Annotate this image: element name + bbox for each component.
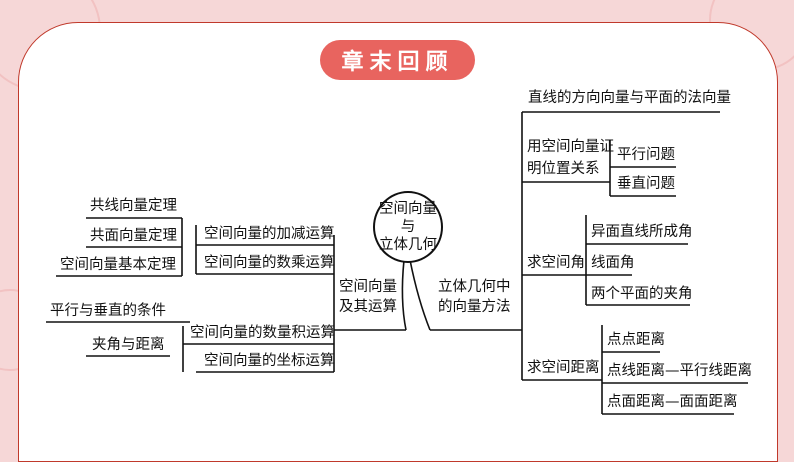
theorem-coplanar: 共面向量定理: [90, 228, 177, 244]
op-dot: 空间向量的数量积运算: [190, 325, 335, 341]
line-plane-angle: 线面角: [591, 255, 635, 271]
spatial-angle-label: 求空间角: [527, 255, 585, 271]
right-branch-line-1: 立体几何中: [438, 279, 511, 295]
op-add: 空间向量的加减运算: [204, 226, 335, 242]
parallel-perp-conditions: 平行与垂直的条件: [50, 303, 166, 319]
two-planes-angle: 两个平面的夹角: [591, 286, 693, 302]
spatial-distance-label: 求空间距离: [527, 360, 600, 376]
center-line-2: 与: [400, 219, 416, 235]
chapter-title: 章末回顾: [320, 40, 475, 80]
center-line-1: 空间向量: [379, 201, 437, 217]
mind-map-connectors: [46, 111, 748, 415]
point-line-distance: 点线距离—平行线距离: [607, 363, 752, 379]
op-scalar: 空间向量的数乘运算: [204, 255, 335, 271]
center-line-3: 立体几何: [379, 237, 437, 253]
skew-lines-angle: 异面直线所成角: [591, 224, 693, 240]
left-branch-line-1: 空间向量: [339, 279, 397, 295]
left-branch-line-2: 及其运算: [339, 299, 397, 315]
point-plane-distance: 点面距离—面面距离: [607, 394, 738, 410]
perpendicular-problem: 垂直问题: [617, 176, 675, 192]
theorem-basic: 空间向量基本定理: [60, 257, 176, 273]
proof-line-1: 用空间向量证: [527, 139, 614, 155]
parallel-problem: 平行问题: [617, 147, 675, 163]
right-branch-line-2: 的向量方法: [438, 299, 511, 315]
op-coord: 空间向量的坐标运算: [204, 353, 335, 369]
proof-line-2: 明位置关系: [527, 161, 600, 177]
point-point-distance: 点点距离: [607, 332, 665, 348]
direction-and-normal-vectors: 直线的方向向量与平面的法向量: [528, 90, 731, 106]
angle-and-distance: 夹角与距离: [92, 337, 165, 353]
theorem-collinear: 共线向量定理: [90, 198, 177, 214]
center-topic: 空间向量 与 立体几何: [373, 191, 443, 263]
